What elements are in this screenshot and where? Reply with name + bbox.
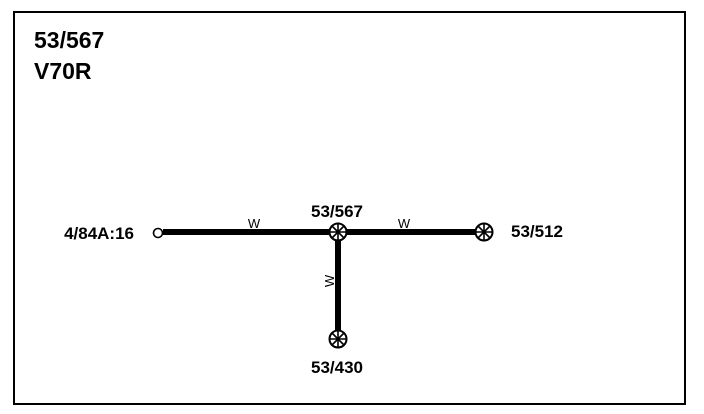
splice-center-icon — [328, 222, 348, 242]
diagram-frame — [13, 11, 686, 405]
node-left-label: 4/84A:16 — [64, 224, 134, 243]
wire-left-label: W — [248, 216, 261, 231]
wire-bottom-label: W — [322, 274, 337, 287]
wire-right-label: W — [398, 216, 411, 231]
model-title: V70R — [34, 58, 92, 84]
node-bottom-label: 53/430 — [311, 358, 363, 377]
splice-right-icon — [474, 222, 494, 242]
node-right-label: 53/512 — [511, 222, 563, 241]
node-center-label: 53/567 — [311, 202, 363, 221]
terminal-open-circle-icon — [152, 227, 164, 239]
connector-title: 53/567 — [34, 27, 105, 53]
splice-bottom-icon — [328, 329, 348, 349]
